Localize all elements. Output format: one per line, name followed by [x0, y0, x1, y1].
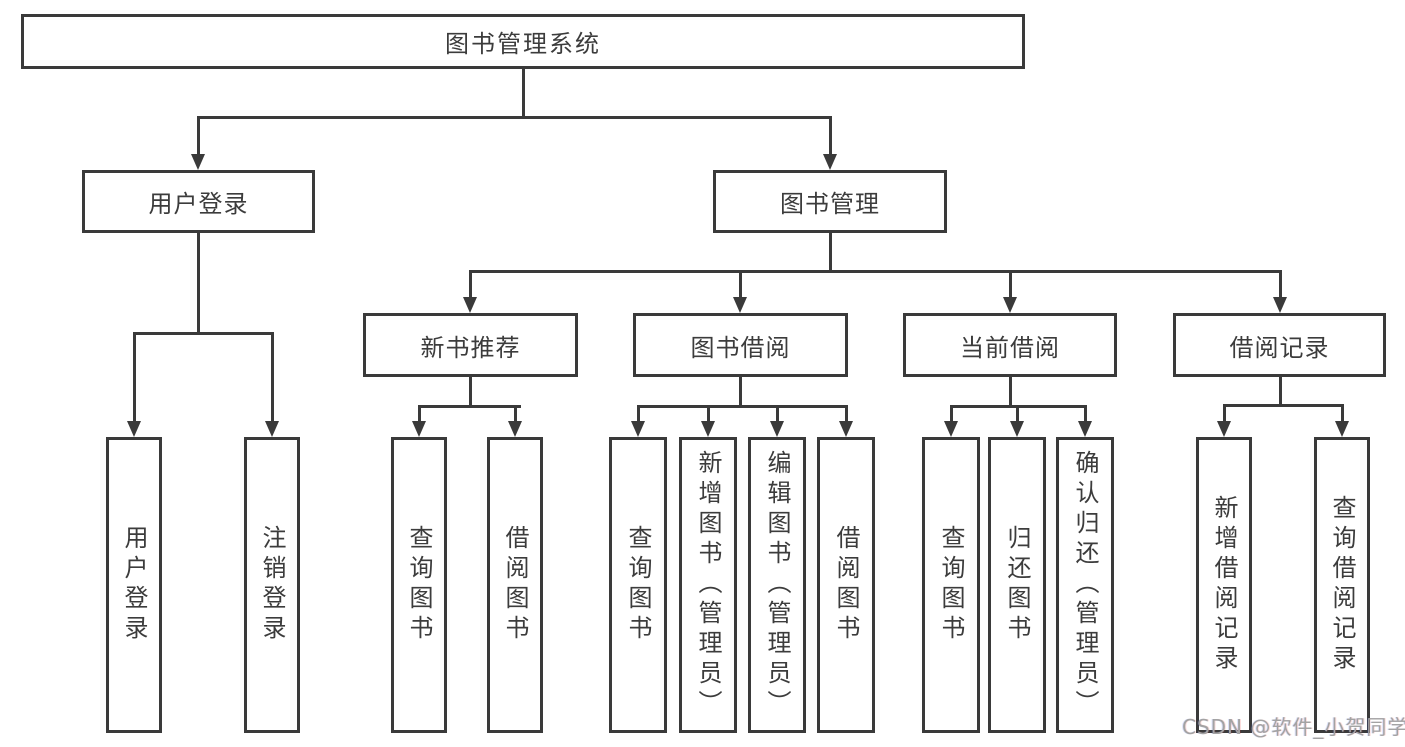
leaf-confirm-return-admin: 确认归还（管理员）: [1056, 437, 1114, 733]
arrowhead-query-borrow-record: [1335, 421, 1349, 437]
arrowhead-user-login: [191, 154, 205, 170]
connector-stub-borrow-books-1: [513, 406, 517, 421]
arrowhead-edit-books: [770, 421, 784, 437]
node-book-borrowing: 图书借阅: [633, 313, 848, 377]
node-library-management-system: 图书管理系统: [21, 14, 1025, 69]
leaf-query-books-3: 查询图书: [922, 437, 980, 733]
connector-borrowing-records-branch: [1222, 403, 1344, 407]
connector-new-book-branch: [417, 404, 521, 408]
leaf-query-books-2: 查询图书: [609, 437, 667, 733]
csdn-watermark: CSDN @软件_小贺同学: [1182, 715, 1405, 739]
connector-stub-new-book: [468, 271, 472, 297]
connector-stub-leaf-logout: [270, 333, 274, 421]
connector-user-login-branch: [132, 331, 274, 335]
leaf-add-books-admin-label: 新增图书（管理员）: [694, 450, 722, 720]
connector-stub-leaf-user-login: [132, 333, 136, 421]
arrowhead-query-books-1: [412, 421, 426, 437]
leaf-borrow-books-2: 借阅图书: [817, 437, 875, 733]
arrowhead-query-books-3: [944, 421, 958, 437]
connector-stub-query-books-3: [949, 406, 953, 421]
leaf-query-borrow-record-label: 查询借阅记录: [1328, 495, 1356, 675]
node-borrowing-records: 借阅记录: [1173, 313, 1386, 377]
connector-stub-confirm-return: [1083, 406, 1087, 421]
connector-book-borrowing-branch: [636, 404, 848, 408]
node-user-login: 用户登录: [82, 170, 315, 233]
node-new-book-recommendation: 新书推荐: [363, 313, 578, 377]
connector-stub-book-management: [828, 117, 832, 154]
connector-stub-borrowing-records: [1278, 271, 1282, 297]
connector-root-branch: [196, 115, 832, 119]
leaf-add-borrow-record-label: 新增借阅记录: [1210, 495, 1238, 675]
leaf-borrow-books-1-label: 借阅图书: [501, 525, 529, 645]
connector-user-login-trunk: [196, 233, 200, 333]
connector-book-management-branch: [468, 269, 1282, 273]
leaf-add-books-admin: 新增图书（管理员）: [679, 437, 737, 733]
leaf-query-books-3-label: 查询图书: [937, 525, 965, 645]
arrowhead-borrow-books-2: [839, 421, 853, 437]
leaf-query-books-1-label: 查询图书: [405, 525, 433, 645]
node-book-management: 图书管理: [713, 170, 947, 233]
connector-root-trunk: [521, 69, 525, 117]
arrowhead-book-management: [823, 154, 837, 170]
connector-stub-return-books: [1015, 406, 1019, 421]
arrowhead-return-books: [1010, 421, 1024, 437]
leaf-logout: 注销登录: [244, 437, 300, 733]
connector-book-management-trunk: [828, 233, 832, 271]
leaf-borrow-books-1: 借阅图书: [487, 437, 543, 733]
connector-current-borrowing-trunk: [1008, 377, 1012, 406]
leaf-edit-books-admin: 编辑图书（管理员）: [748, 437, 806, 733]
arrowhead-current-borrowing: [1003, 297, 1017, 313]
leaf-logout-label: 注销登录: [258, 525, 286, 645]
leaf-return-books: 归还图书: [988, 437, 1046, 733]
connector-stub-borrow-books-2: [844, 406, 848, 421]
leaf-confirm-return-admin-label: 确认归还（管理员）: [1071, 450, 1099, 720]
connector-borrowing-records-trunk: [1278, 377, 1282, 405]
connector-stub-query-borrow-record: [1340, 405, 1344, 421]
leaf-query-borrow-record: 查询借阅记录: [1314, 437, 1370, 733]
arrowhead-book-borrowing: [733, 297, 747, 313]
leaf-user-login-label: 用户登录: [120, 525, 148, 645]
arrowhead-add-borrow-record: [1217, 421, 1231, 437]
leaf-query-books-1: 查询图书: [391, 437, 447, 733]
node-current-borrowing: 当前借阅: [903, 313, 1117, 377]
connector-stub-edit-books: [775, 406, 779, 421]
connector-stub-add-books: [706, 406, 710, 421]
arrowhead-leaf-logout: [265, 421, 279, 437]
connector-stub-add-borrow-record: [1222, 405, 1226, 421]
leaf-user-login: 用户登录: [106, 437, 162, 733]
arrowhead-new-book: [463, 297, 477, 313]
leaf-return-books-label: 归还图书: [1003, 525, 1031, 645]
connector-stub-query-books-1: [417, 406, 421, 421]
arrowhead-add-books: [701, 421, 715, 437]
arrowhead-borrow-books-1: [508, 421, 522, 437]
connector-new-book-trunk: [468, 377, 472, 406]
leaf-edit-books-admin-label: 编辑图书（管理员）: [763, 450, 791, 720]
connector-book-borrowing-trunk: [738, 377, 742, 406]
leaf-query-books-2-label: 查询图书: [624, 525, 652, 645]
arrowhead-query-books-2: [631, 421, 645, 437]
arrowhead-borrowing-records: [1273, 297, 1287, 313]
leaf-add-borrow-record: 新增借阅记录: [1196, 437, 1252, 733]
arrowhead-confirm-return: [1078, 421, 1092, 437]
leaf-borrow-books-2-label: 借阅图书: [832, 525, 860, 645]
arrowhead-leaf-user-login: [127, 421, 141, 437]
connector-stub-current-borrowing: [1008, 271, 1012, 297]
connector-stub-book-borrowing: [738, 271, 742, 297]
connector-stub-user-login: [196, 117, 200, 154]
connector-stub-query-books-2: [636, 406, 640, 421]
